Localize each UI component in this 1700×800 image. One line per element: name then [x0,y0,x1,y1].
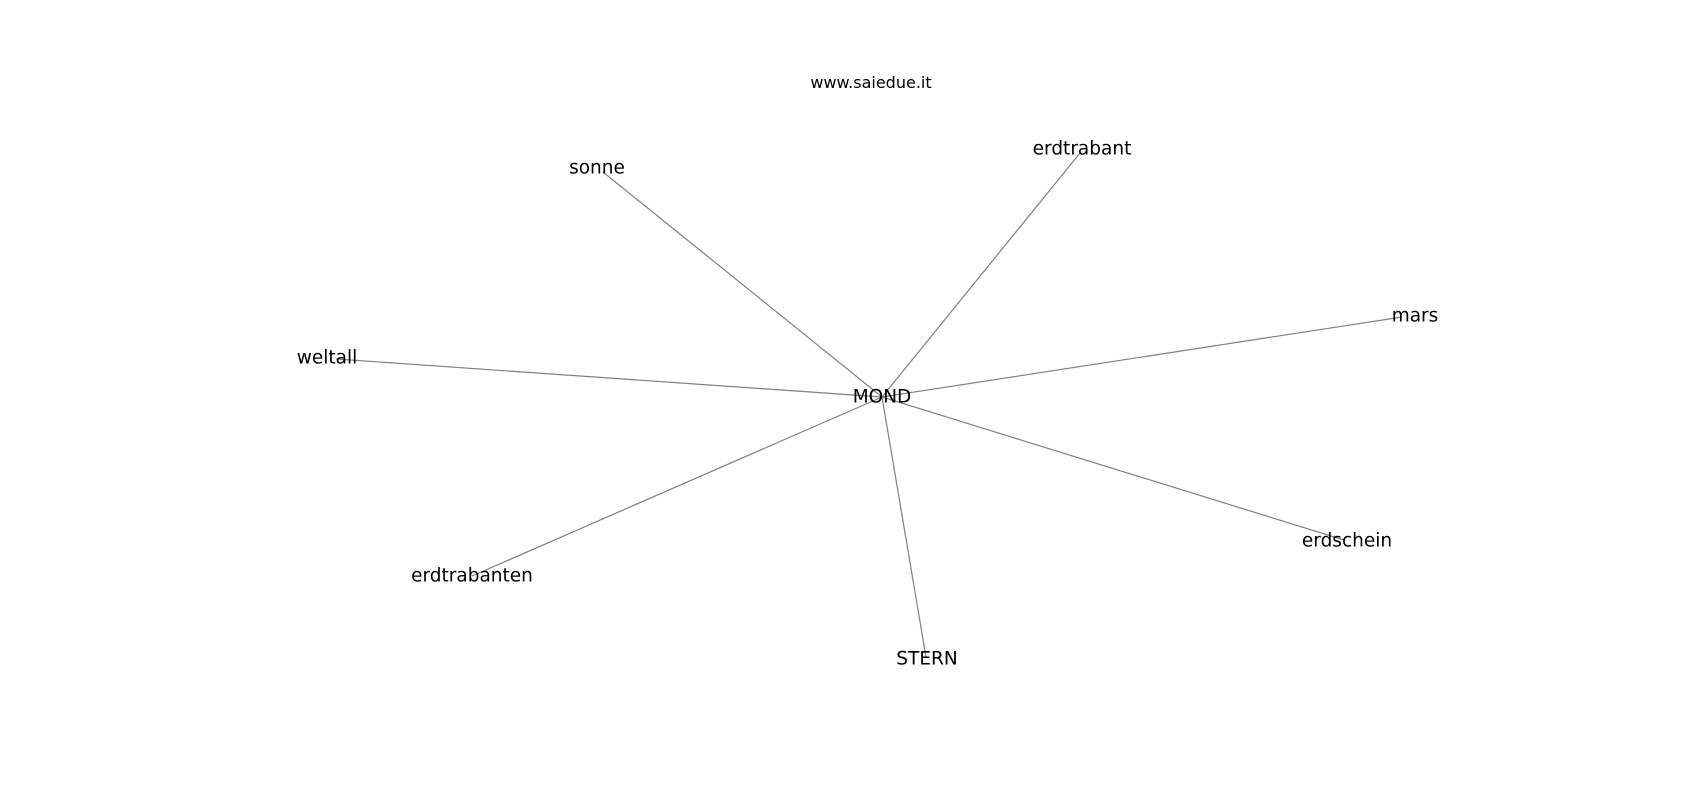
edge-mond-erdtrabant [881,152,1081,398]
nodes-group: MOND sonne erdtrabant mars weltall erdschein e… [297,139,1439,670]
node-weltall: weltall [297,348,358,369]
node-stern: STERN [896,649,957,670]
node-erdtrabanten: erdtrabanten [411,566,533,587]
edge-mond-erdschein [881,396,1345,541]
edge-mond-erdtrabanten [471,396,883,577]
node-mars: mars [1392,306,1439,327]
edge-mond-sonne [602,171,883,398]
node-center-mond: MOND [853,387,912,408]
edge-mond-mars [881,316,1403,398]
node-erdtrabant: erdtrabant [1033,139,1132,160]
edge-mond-weltall [335,358,883,398]
node-sonne: sonne [569,158,625,179]
edge-mond-stern [881,396,927,658]
node-erdschein: erdschein [1302,531,1392,552]
edges-group [335,152,1403,658]
site-title: www.saiedue.it [810,73,931,92]
